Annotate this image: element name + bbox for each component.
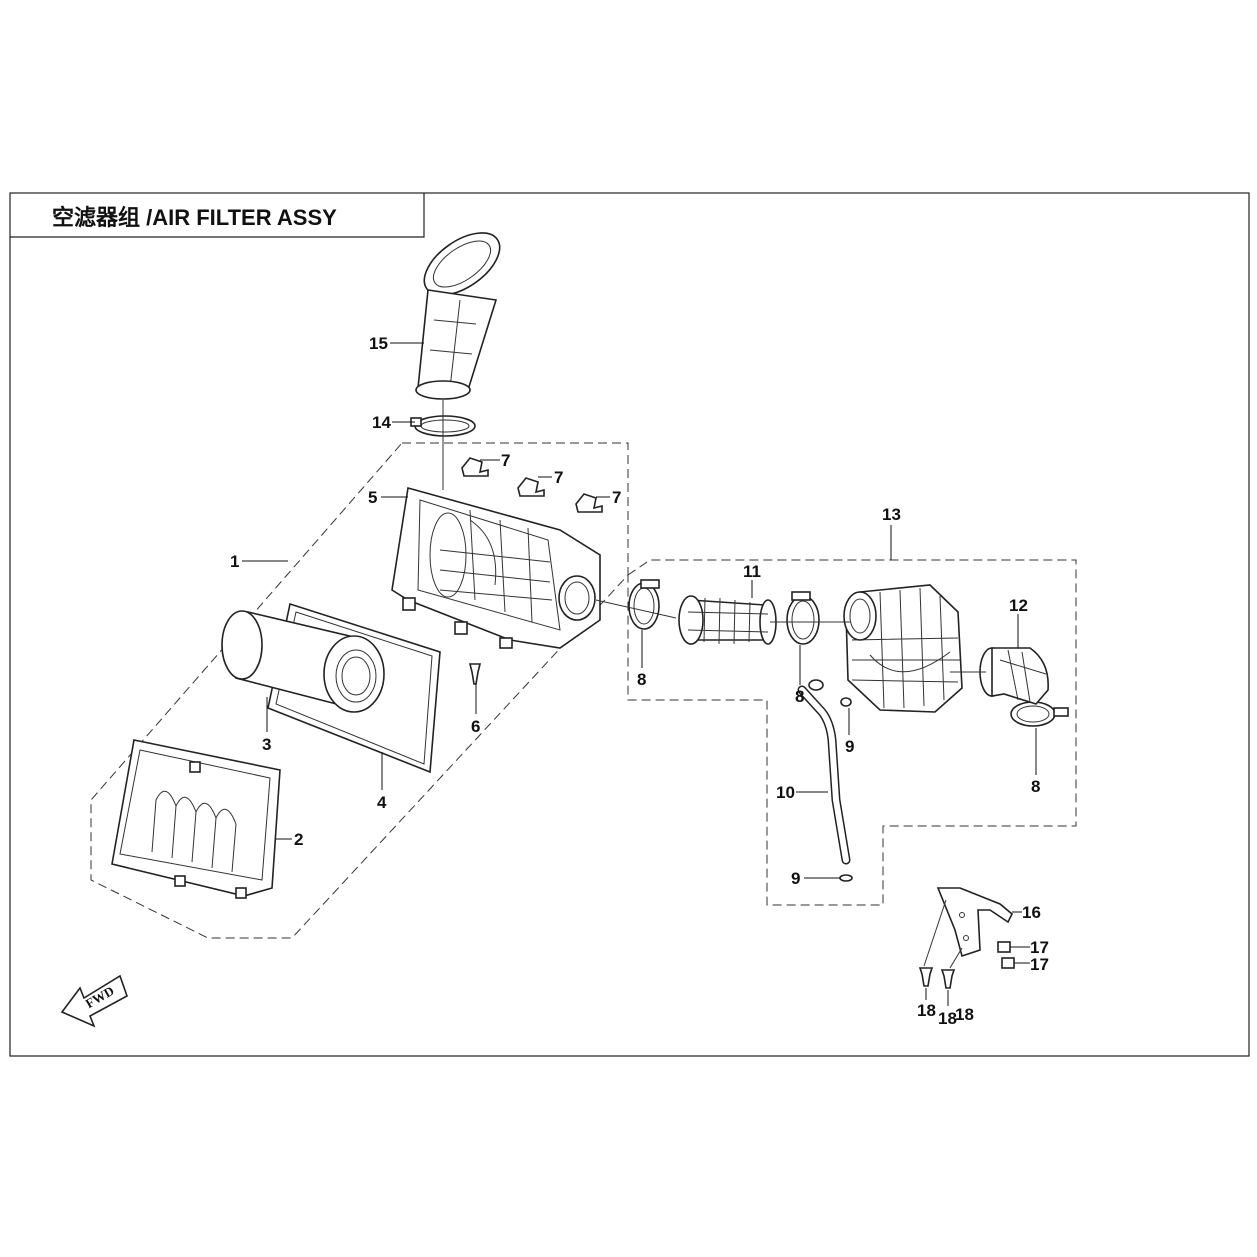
callout-16: 16 — [1022, 903, 1041, 922]
air-box-cover-2 — [111, 739, 281, 899]
title-box — [10, 193, 425, 238]
drain-hose-10 — [797, 679, 851, 865]
callout-8c: 8 — [1031, 777, 1040, 796]
callout-5: 5 — [368, 488, 377, 507]
clip-7c — [575, 493, 603, 513]
callout-18c: 18 — [955, 1005, 974, 1024]
o-ring-9b — [839, 874, 853, 882]
callout-15: 15 — [369, 334, 388, 353]
callout-13: 13 — [882, 505, 901, 524]
callout-4: 4 — [377, 793, 387, 812]
callout-17b: 17 — [1030, 955, 1049, 974]
callout-7b: 7 — [554, 468, 563, 487]
intake-duct-15 — [415, 232, 501, 400]
callout-6: 6 — [471, 717, 480, 736]
callout-10: 10 — [776, 783, 795, 802]
callout-1: 1 — [230, 552, 239, 571]
clip-7a — [461, 457, 489, 477]
bolt-18b — [940, 969, 956, 989]
forward-direction-arrow-icon: FWD — [60, 974, 128, 1028]
air-box-housing-5 — [391, 486, 601, 649]
callout-17a: 17 — [1030, 938, 1049, 957]
o-ring-9a — [840, 697, 852, 707]
hose-clamp-8c — [1010, 701, 1069, 727]
callout-8a: 8 — [637, 670, 646, 689]
bolt-18a — [918, 967, 934, 987]
group-boundary-13 — [627, 559, 1077, 906]
callout-18b: 18 — [938, 1009, 957, 1028]
callout-14: 14 — [372, 413, 391, 432]
drawing-frame — [9, 192, 1250, 1057]
callout-18a: 18 — [917, 1001, 936, 1020]
callout-7c: 7 — [612, 488, 621, 507]
hose-clamp-8a — [628, 579, 660, 630]
outlet-elbow-12 — [979, 647, 1049, 705]
callout-labels: 15 14 7 7 7 5 1 3 4 6 2 13 11 8 8 12 9 8… — [230, 334, 1049, 1028]
filter-element-3 — [221, 610, 385, 713]
callout-12: 12 — [1009, 596, 1028, 615]
hose-clamp-8b — [786, 591, 820, 645]
resonator-box-13 — [843, 584, 963, 713]
callout-9b: 9 — [791, 869, 800, 888]
callout-2: 2 — [294, 830, 303, 849]
callout-9a: 9 — [845, 737, 854, 756]
mounting-bracket-16 — [936, 887, 1013, 958]
fastener-6 — [468, 663, 482, 685]
connecting-duct-11 — [678, 595, 777, 645]
diagram-title: 空滤器组 /AIR FILTER ASSY — [52, 205, 337, 230]
assembly-centerlines — [442, 400, 986, 969]
callout-7a: 7 — [501, 451, 510, 470]
callout-8b: 8 — [795, 687, 804, 706]
clip-7b — [517, 477, 545, 497]
callout-3: 3 — [262, 735, 271, 754]
callout-11: 11 — [743, 562, 761, 581]
nut-17a — [997, 941, 1011, 953]
nut-17b — [1001, 957, 1015, 969]
leader-lines — [242, 342, 1037, 1006]
